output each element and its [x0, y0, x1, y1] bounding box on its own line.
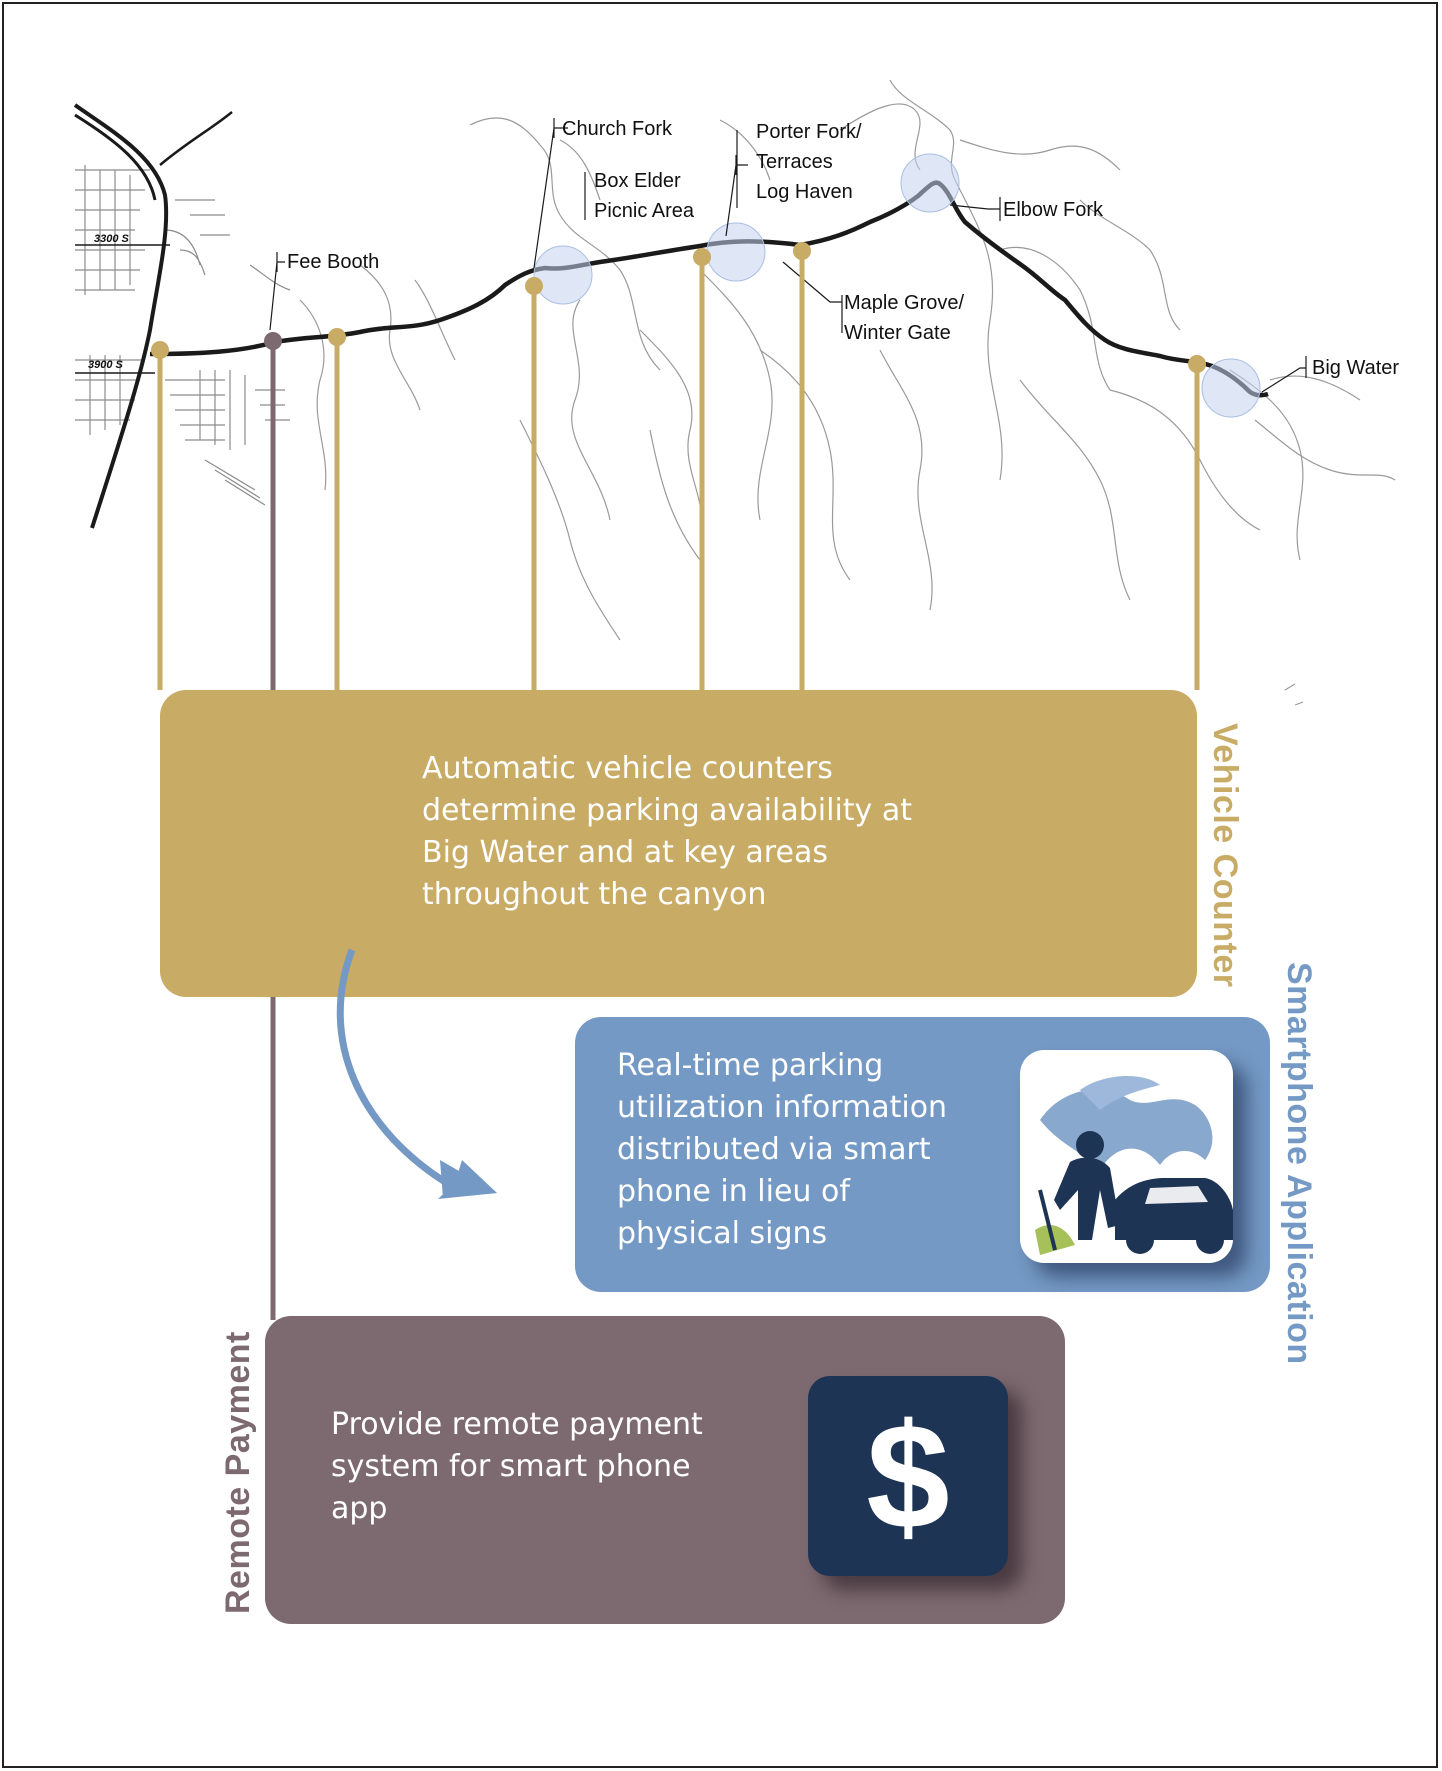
- label-elbow-fork: Elbow Fork: [1003, 199, 1104, 221]
- label-box-elder: Box Elder Picnic Area: [594, 166, 694, 226]
- label-porter-fork: Porter Fork/ Terraces Log Haven: [756, 117, 862, 207]
- label-porter-fork-line3: Log Haven: [756, 181, 853, 203]
- label-church-fork: Church Fork: [562, 118, 673, 140]
- canyon-road: [149, 180, 1269, 398]
- label-maple-grove: Maple Grove/ Winter Gate: [844, 288, 964, 348]
- road-label-3300s: 3300 S: [94, 233, 129, 245]
- label-fee-booth: Fee Booth: [287, 251, 380, 273]
- vehicle-counter-text: Automatic vehicle counters determine par…: [422, 751, 912, 912]
- label-maple-grove-line1: Maple Grove/: [844, 292, 965, 314]
- callout-leaders: [269, 118, 1307, 393]
- road-label-3900s: 3900 S: [88, 359, 123, 371]
- parking-person-car-icon: [1020, 1050, 1233, 1263]
- vehicle-counter-panel: Automatic vehicle counters determine par…: [160, 690, 1197, 997]
- remote-payment-text: Provide remote payment system for smart …: [331, 1407, 703, 1526]
- city-grid: [75, 165, 291, 506]
- smartphone-app-text: Real-time parking utilization informatio…: [617, 1048, 948, 1251]
- label-porter-fork-line2: Terraces: [756, 151, 833, 173]
- label-box-elder-line1: Box Elder: [594, 170, 681, 192]
- label-box-elder-line2: Picnic Area: [594, 200, 695, 222]
- label-maple-grove-line2: Winter Gate: [844, 322, 951, 344]
- highlight-circles: [533, 153, 1261, 418]
- highways: [73, 103, 233, 529]
- dollar-icon: $: [808, 1376, 1008, 1576]
- smartphone-app-title: Smartphone Application: [1280, 962, 1318, 1365]
- label-porter-fork-line1: Porter Fork/: [756, 121, 862, 143]
- label-big-water: Big Water: [1312, 357, 1400, 379]
- connector-dots: [151, 242, 1206, 373]
- remote-payment-title: Remote Payment: [219, 1331, 257, 1614]
